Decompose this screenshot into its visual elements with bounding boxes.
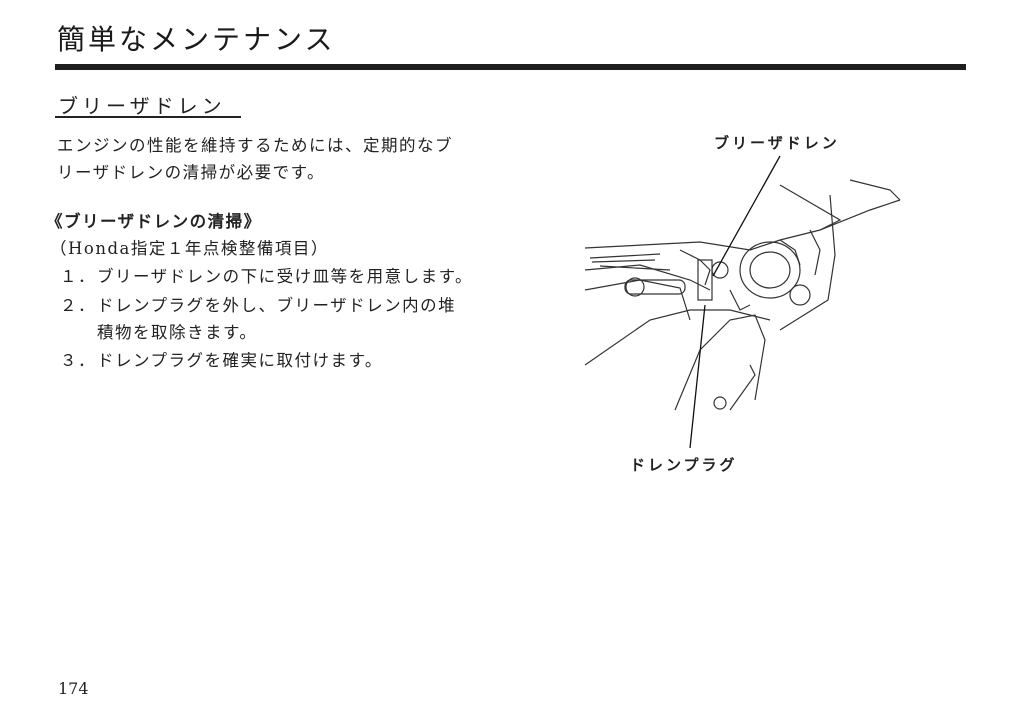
section-underline xyxy=(55,116,241,118)
step-1-text: ブリーザドレンの下に受け皿等を用意します。 xyxy=(97,267,474,286)
step-3-text: ドレンプラグを確実に取付けます。 xyxy=(97,351,383,370)
title-rule xyxy=(55,64,966,70)
page-title: 簡単なメンテナンス xyxy=(57,23,336,56)
step-2-text: ドレンプラグを外し、ブリーザドレン内の堆 xyxy=(97,296,457,315)
page-number: 174 xyxy=(58,679,89,698)
step-1-number: １． xyxy=(60,267,96,286)
procedure-note: （Honda指定１年点検整備項目） xyxy=(50,239,329,258)
engine-illustration xyxy=(584,179,901,411)
step-3-number: ３． xyxy=(60,351,96,370)
step-2-continuation: 積物を取除きます。 xyxy=(97,323,258,342)
procedure-heading: 《ブリーザドレンの清掃》 xyxy=(46,212,262,231)
section-heading: ブリーザドレン xyxy=(58,94,226,118)
step-2-number: ２． xyxy=(60,296,96,315)
intro-line-1: エンジンの性能を維持するためには、定期的なブ xyxy=(57,136,453,155)
label-drain-plug: ドレンプラグ xyxy=(630,456,738,474)
label-breather-drain: ブリーザドレン xyxy=(714,134,840,152)
intro-line-2: リーザドレンの清掃が必要です。 xyxy=(57,163,326,182)
